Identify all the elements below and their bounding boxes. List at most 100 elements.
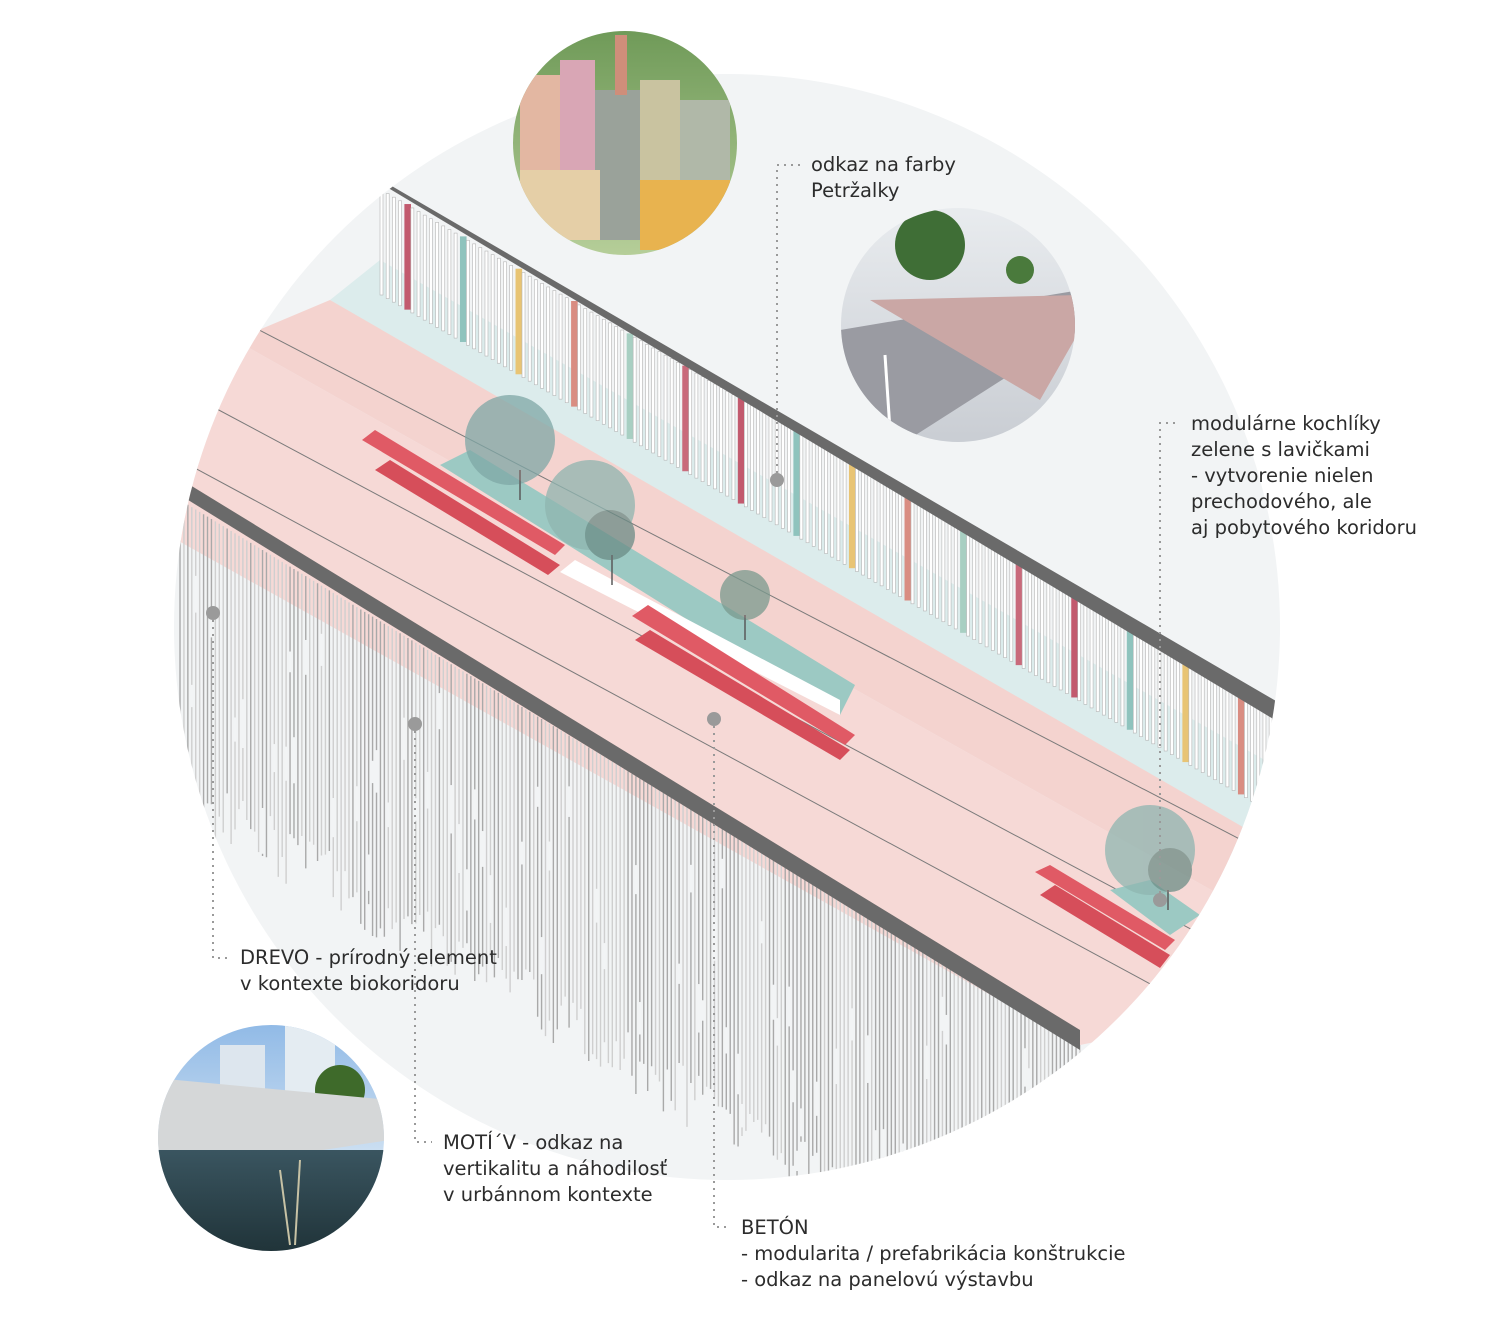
rail-bar <box>1176 652 1180 759</box>
rail-bar <box>892 487 896 594</box>
rail-bar <box>435 222 439 328</box>
rail-bar <box>1139 631 1143 737</box>
rail-bar <box>861 469 865 576</box>
label-line: prechodového, ale <box>1191 490 1372 513</box>
rail-bar <box>1200 667 1205 773</box>
rail-bar <box>484 250 489 357</box>
rail-bar <box>1207 670 1211 777</box>
rail-bar <box>713 383 717 490</box>
label-line: aj pobytového koridoru <box>1191 516 1418 539</box>
rail-bar <box>1089 602 1094 709</box>
rail-bar <box>1132 627 1137 734</box>
rail-bar <box>799 433 804 540</box>
rail-bar <box>910 498 915 605</box>
rail-bar <box>379 189 384 296</box>
rail-bar <box>848 462 856 569</box>
label-line: - vytvorenie nielen <box>1191 464 1374 487</box>
rail-bar <box>811 441 816 547</box>
rail-bar <box>898 491 902 597</box>
label-planters: modulárne kochlíky zelene s lavičkami - … <box>1191 411 1417 541</box>
rail-bar <box>1052 581 1057 687</box>
label-colors-reference: odkaz na farby Petržalky <box>811 152 956 204</box>
rail-bar <box>1126 624 1134 730</box>
rail-bar <box>632 336 637 443</box>
rail-bar <box>478 247 483 353</box>
rail-bar <box>1275 710 1279 816</box>
rail-bar <box>657 351 662 457</box>
rail-bar <box>558 293 563 400</box>
rail-bar <box>682 365 689 472</box>
planter-2 <box>1110 880 1200 935</box>
rail-bar <box>694 372 699 479</box>
label-wood: DREVO - prírodný element v kontexte biok… <box>240 945 497 997</box>
rail-bar <box>1065 588 1069 694</box>
rail-bar <box>1250 695 1254 802</box>
rail-bar <box>534 279 538 386</box>
bench-icon <box>362 430 1175 968</box>
rail-bar <box>472 243 476 350</box>
rail-bar <box>601 318 606 425</box>
label-line: - odkaz na panelovú výstavbu <box>741 1268 1034 1291</box>
rail-bar <box>1095 606 1100 712</box>
rail-bar <box>521 272 526 378</box>
rail-bar <box>1256 699 1261 806</box>
rail-bar <box>1021 563 1026 669</box>
rail-bar <box>750 405 754 511</box>
label-line: BETÓN <box>741 1216 809 1239</box>
rail-bar <box>793 430 800 536</box>
rail-bar <box>1281 714 1284 819</box>
rail-bar <box>441 225 446 332</box>
rail-bar <box>1120 620 1125 727</box>
rail-bar <box>1262 703 1267 809</box>
rail-bar <box>1114 616 1119 723</box>
top-railing <box>379 189 1303 830</box>
rail-bar <box>577 304 581 411</box>
rail-bar <box>787 426 791 533</box>
rail-bar <box>768 415 773 522</box>
rail-bar <box>466 239 470 346</box>
rail-bar <box>1244 692 1248 798</box>
rail-bar <box>564 297 569 404</box>
bridge-railing-photo-icon <box>841 208 1075 442</box>
rail-bar <box>385 193 390 299</box>
rail-bar <box>1237 688 1245 795</box>
rail-bar <box>1163 645 1168 752</box>
rail-bar <box>1040 573 1044 680</box>
bottom-railing-beam <box>180 485 1080 1050</box>
rail-bar <box>966 530 970 637</box>
rail-bar <box>1003 552 1007 658</box>
rail-bar <box>818 444 822 551</box>
rail-bar <box>1294 721 1300 826</box>
rail-bar <box>984 541 989 648</box>
rail-bar <box>1268 706 1273 813</box>
rail-bar <box>546 286 551 393</box>
rail-bar <box>879 480 884 587</box>
rail-bar <box>1188 660 1193 766</box>
rail-bar <box>497 257 501 364</box>
rail-bar <box>1219 678 1224 784</box>
planter-1-side <box>560 560 840 715</box>
rail-bar <box>842 458 847 565</box>
rail-bar <box>626 333 634 439</box>
rail-bar <box>645 344 649 450</box>
rail-bar <box>756 408 760 515</box>
rail-bar <box>1077 595 1082 702</box>
rail-bar <box>509 265 513 371</box>
rail-bar <box>490 254 495 360</box>
rail-bar <box>935 512 940 619</box>
rail-bar <box>960 527 967 633</box>
rail-bar <box>923 505 927 612</box>
rail-bar <box>1028 566 1032 673</box>
rail-bar <box>639 340 643 447</box>
label-line: vertikalitu a náhodilosť <box>443 1157 668 1180</box>
rail-bar <box>1300 725 1303 830</box>
rail-bar <box>1046 577 1051 684</box>
rail-bar <box>836 455 841 562</box>
rail-bar <box>583 308 588 414</box>
top-railing-beam <box>375 180 1280 735</box>
rail-bar <box>589 311 594 418</box>
rail-bar <box>392 196 396 303</box>
rail-bar <box>410 207 415 314</box>
rail-bar <box>700 376 705 483</box>
